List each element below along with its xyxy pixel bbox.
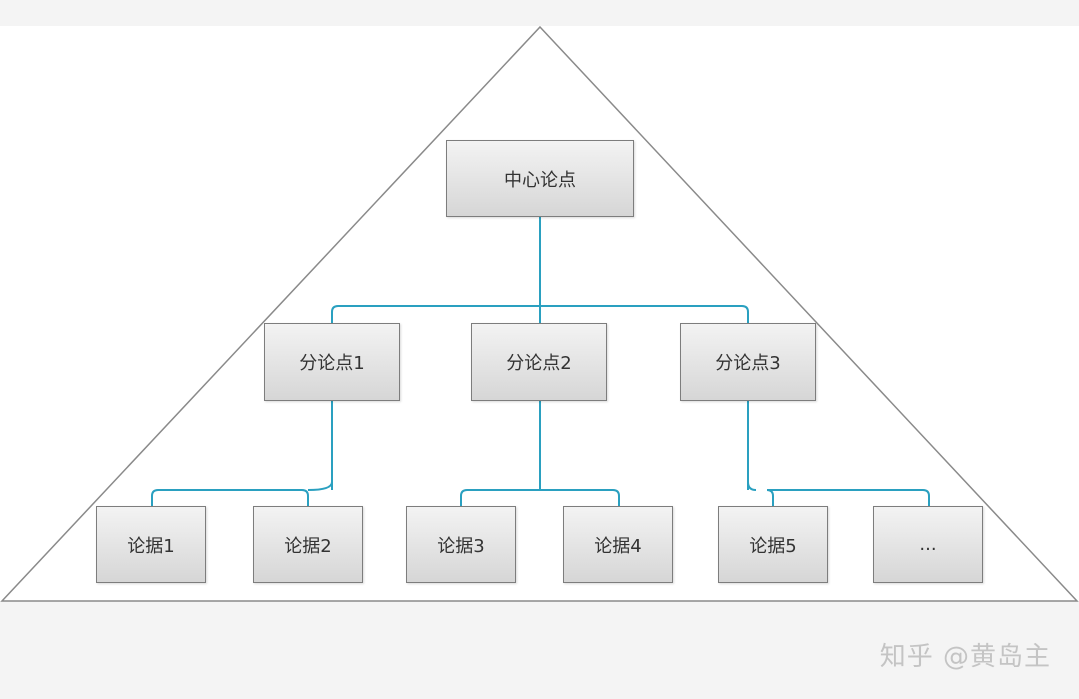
central-point-box: 中心论点 bbox=[446, 140, 634, 217]
connector-sub1-bus bbox=[151, 481, 333, 506]
sub-point-box-2: 分论点2 bbox=[471, 323, 607, 401]
evidence-box-5: 论据5 bbox=[718, 506, 828, 583]
evidence-box-3: 论据3 bbox=[406, 506, 516, 583]
watermark-text: 知乎 @黄岛主 bbox=[879, 642, 1051, 672]
evidence-box-1: 论据1 bbox=[96, 506, 206, 583]
evidence-box-2: 论据2 bbox=[253, 506, 363, 583]
connector-sub2-bus bbox=[460, 489, 620, 506]
connector-lines bbox=[151, 217, 930, 506]
sub-point-box-3: 分论点3 bbox=[680, 323, 816, 401]
evidence-box-4: 论据4 bbox=[563, 506, 673, 583]
pyramid-outline bbox=[0, 25, 1079, 602]
connector-sub3-bus bbox=[747, 481, 930, 506]
evidence-box-more: ... bbox=[873, 506, 983, 583]
sub-point-box-1: 分论点1 bbox=[264, 323, 400, 401]
